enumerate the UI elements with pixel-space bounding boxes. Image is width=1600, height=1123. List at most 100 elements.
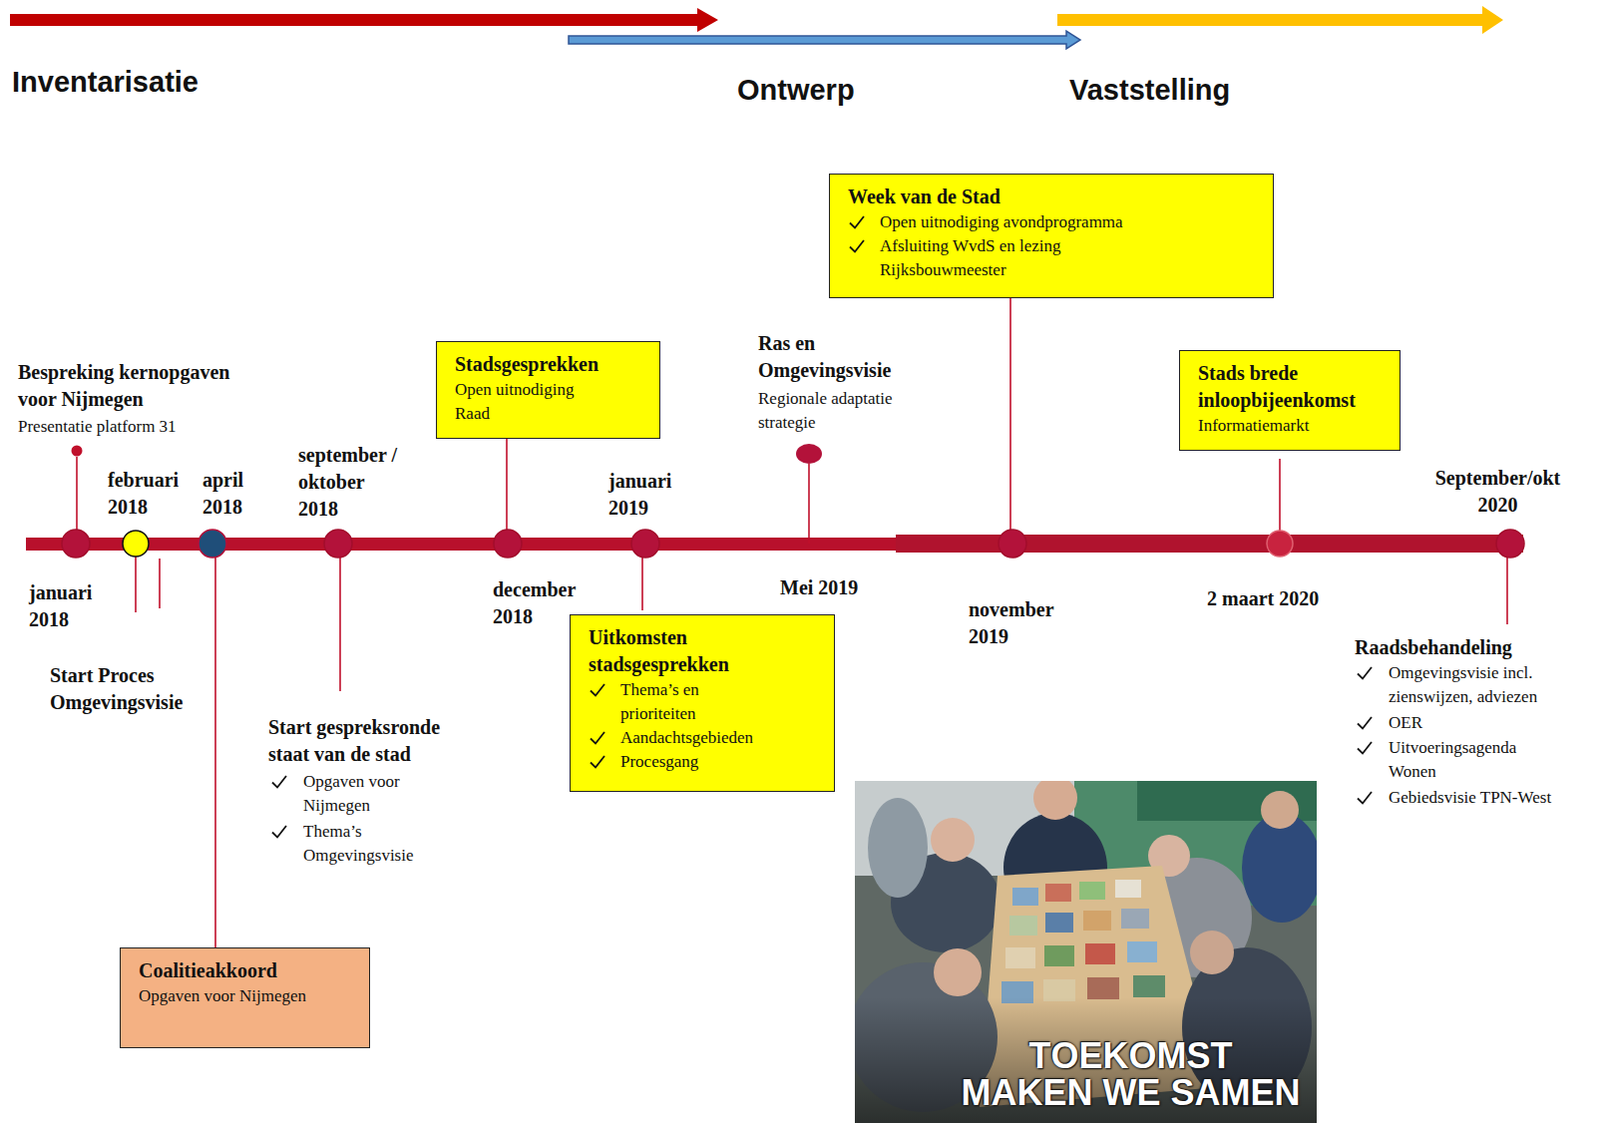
event-box: Uitkomsten stadsgesprekkenThema’s en pri… <box>569 614 835 793</box>
graphic-part <box>854 997 1317 1123</box>
graphic-part <box>1085 943 1116 965</box>
date-label: januari 2019 <box>608 467 694 522</box>
check-item: Aandachtsgebieden <box>620 726 754 751</box>
event-box: CoalitieakkoordOpgaven voor Nijmegen <box>119 947 371 1049</box>
graphic-part <box>867 798 928 898</box>
graphic-part <box>930 817 975 862</box>
check-stroke <box>1357 717 1372 730</box>
graphic-part <box>1045 883 1072 902</box>
photo-caption: TOEKOMST MAKEN WE SAMEN <box>959 1037 1302 1112</box>
graphic-part <box>1044 945 1075 967</box>
phase-arrow <box>1057 5 1504 34</box>
check-stroke <box>849 240 864 253</box>
leader-line <box>339 543 342 692</box>
timeline-bar <box>25 537 896 551</box>
date-label: april 2018 <box>202 466 263 521</box>
box-heading: Week van de Stad <box>847 183 1257 211</box>
check-row: Thema’s en prioriteiten <box>588 678 818 727</box>
leader-line <box>505 438 508 544</box>
graphic-part <box>1260 791 1299 829</box>
box-heading: Stads brede inloopbijeenkomst <box>1198 360 1384 414</box>
graphic-part <box>1009 915 1038 936</box>
graphic-part <box>1266 530 1293 557</box>
photo <box>854 781 1317 1123</box>
check-stroke <box>590 756 605 769</box>
leader-line <box>158 558 161 609</box>
check-stroke <box>1357 742 1372 755</box>
check-mark <box>1355 714 1374 733</box>
graphic-part <box>1133 975 1166 998</box>
graphic-part <box>631 529 660 558</box>
leader-dot <box>71 445 83 457</box>
check-item: Procesgang <box>620 750 699 775</box>
graphic-part <box>1083 910 1112 931</box>
graphic-part <box>1127 941 1158 963</box>
date-label: September/okt 2020 <box>1430 464 1566 519</box>
date-label: januari 2018 <box>28 579 114 634</box>
check-row: Aandachtsgebieden <box>588 726 818 751</box>
graphic-part <box>1115 879 1142 898</box>
graphic-part <box>1241 812 1317 923</box>
date-label: december 2018 <box>492 576 585 631</box>
graphic-part <box>1001 879 1166 1004</box>
check-row: Afsluiting WvdS en lezing Rijksbouwmeest… <box>847 234 1257 283</box>
check-item: Thema’s Omgevingsvisie <box>303 819 423 868</box>
check-mark <box>1355 739 1374 758</box>
timeline-dot <box>796 443 822 464</box>
phase-arrow <box>9 7 719 32</box>
date-label: september / oktober 2018 <box>298 441 404 523</box>
event-box: Stads brede inloopbijeenkomstInformatiem… <box>1179 350 1401 451</box>
check-item: Opgaven voor Nijmegen <box>303 770 423 818</box>
graphic-part <box>1005 947 1036 969</box>
graphic-part <box>122 530 149 557</box>
check-item: Open uitnodiging avondprogramma <box>879 210 1124 235</box>
check-mark <box>270 773 289 792</box>
event-box: StadsgesprekkenOpen uitnodiging Raad <box>435 341 661 439</box>
event-label: Bespreking kernopgaven voor Nijmegen <box>17 359 253 413</box>
check-mark <box>270 822 289 841</box>
check-item: OER <box>1388 711 1584 736</box>
event-label: Ras en Omgevingsvisie <box>758 330 918 385</box>
graphic-part <box>198 529 227 558</box>
phase-label: Vaststelling <box>1069 73 1230 107</box>
check-stroke <box>1357 792 1372 804</box>
check-item: Omgevingsvisie incl. zienswijzen, adviez… <box>1388 661 1584 710</box>
check-item: Gebiedsvisie TPN-West <box>1388 786 1584 810</box>
graphic-part <box>854 781 1317 1123</box>
graphic-part <box>1121 908 1150 929</box>
graphic-part <box>933 948 982 997</box>
phase-label: Inventarisatie <box>11 65 199 99</box>
box-heading: Stadsgesprekken <box>454 351 644 379</box>
phase-label: Ontwerp <box>737 73 855 107</box>
graphic-part <box>493 529 522 558</box>
leader-line <box>214 543 217 948</box>
date-label: februari 2018 <box>107 466 193 521</box>
box-body: Opgaven voor Nijmegen <box>138 984 354 1009</box>
check-mark <box>1355 789 1374 807</box>
graphic-part <box>1045 912 1074 933</box>
leader-line <box>1009 298 1012 544</box>
check-mark <box>588 729 607 748</box>
graphic-part <box>1087 977 1120 1000</box>
event-label: Start gespreksronde staat van de stad <box>268 714 468 769</box>
timeline-points <box>61 529 1525 558</box>
leader-lines <box>76 298 1508 948</box>
timeline-bar <box>895 534 1524 553</box>
graphic-part <box>1190 930 1234 975</box>
check-item: Afsluiting WvdS en lezing Rijksbouwmeest… <box>879 234 1130 283</box>
date-label: november 2019 <box>968 596 1064 651</box>
check-row: Open uitnodiging avondprogramma <box>847 210 1257 235</box>
check-mark <box>847 237 866 256</box>
box-heading: Coalitieakkoord <box>138 957 354 985</box>
check-stroke <box>849 216 864 229</box>
check-stroke <box>272 825 287 838</box>
graphic-part <box>1012 887 1039 906</box>
check-mark <box>847 213 866 232</box>
check-stroke <box>590 732 605 745</box>
box-body: Open uitnodiging Raad <box>454 378 585 426</box>
box-body: Informatiemarkt <box>1198 413 1384 438</box>
graphic-part <box>1496 529 1525 558</box>
leader-line <box>807 463 810 544</box>
check-item: Uitvoeringsagenda Wonen <box>1388 736 1559 785</box>
